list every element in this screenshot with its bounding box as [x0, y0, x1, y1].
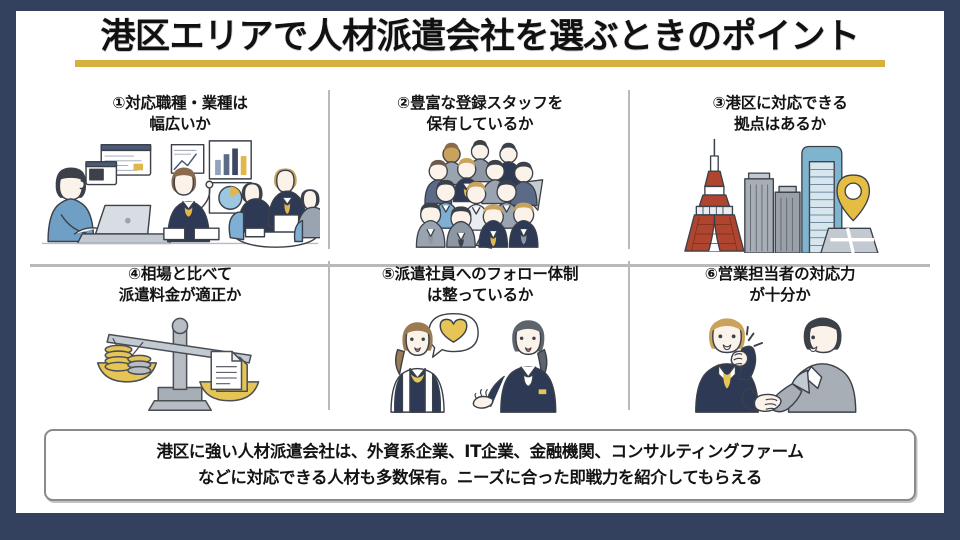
point-card-2-title: ②豊富な登録スタッフを 保有しているか	[397, 94, 563, 134]
point-card-5: ⑤派遣社員へのフォロー体制 は整っているか	[330, 255, 630, 416]
point-card-1-title: ①対応職種・業種は 幅広いか	[112, 94, 248, 134]
balance-scale-coins-document-illustration	[30, 306, 330, 416]
point-card-4-title: ④相場と比べて 派遣料金が適正か	[118, 265, 242, 305]
row-divider	[30, 264, 930, 267]
point-card-3: ③港区に対応できる 拠点はあるか	[630, 84, 930, 255]
point-card-1: ①対応職種・業種は 幅広いか	[30, 84, 330, 255]
point-card-6: ⑥営業担当者の対応力 が十分か	[630, 255, 930, 416]
point-card-4: ④相場と比べて 派遣料金が適正か	[30, 255, 330, 416]
title-underline	[75, 60, 885, 68]
office-workers-illustration	[30, 135, 330, 255]
point-card-2: ②豊富な登録スタッフを 保有しているか	[330, 84, 630, 255]
summary-callout: 港区に強い人材派遣会社は、外資系企業、IT企業、金融機関、コンサルティングファー…	[44, 429, 916, 501]
points-grid: ①対応職種・業種は 幅広いか	[30, 84, 930, 414]
page-title-text: 港区エリアで人材派遣会社を選ぶときのポイント	[100, 17, 860, 57]
summary-callout-text: 港区に強い人材派遣会社は、外資系企業、IT企業、金融機関、コンサルティングファー…	[156, 442, 804, 487]
tokyo-tower-city-map-pin-illustration	[630, 135, 930, 255]
two-women-heart-bubble-illustration	[330, 306, 630, 416]
page-title: 港区エリアで人材派遣会社を選ぶときのポイント	[16, 17, 944, 68]
businessmen-handshake-illustration	[630, 306, 930, 416]
point-card-5-title: ⑤派遣社員へのフォロー体制 は整っているか	[381, 265, 579, 305]
point-card-3-title: ③港区に対応できる 拠点はあるか	[712, 94, 848, 134]
point-card-6-title: ⑥営業担当者の対応力 が十分か	[704, 265, 856, 305]
staff-crowd-arrow-illustration	[330, 135, 630, 255]
slide-canvas: 港区エリアで人材派遣会社を選ぶときのポイント ①対応職種・業種は 幅広いか	[16, 11, 944, 513]
